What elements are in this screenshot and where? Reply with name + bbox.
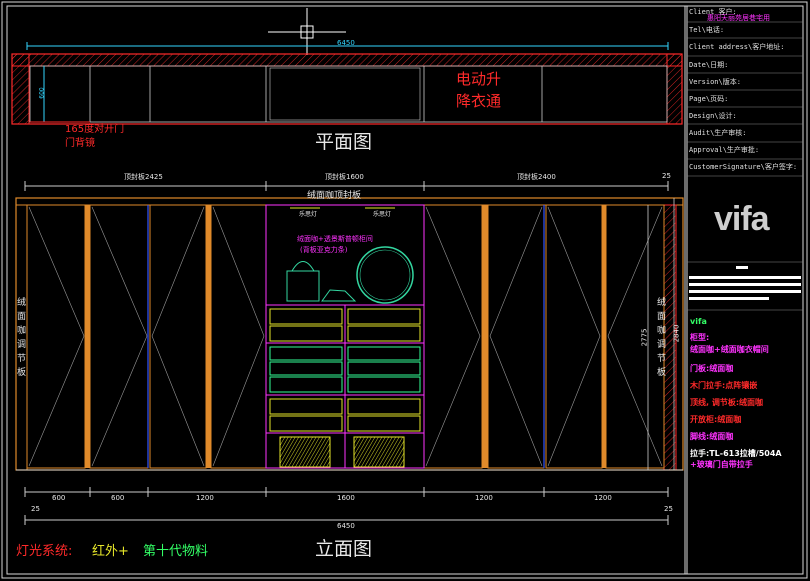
bottom-dim-1: 600 xyxy=(52,494,66,502)
shelf-note-2: (背板亚克力条) xyxy=(300,246,348,254)
right-side-label: 绒 面 咖 调 节 板 xyxy=(657,298,667,378)
lighting-value: 红外+ xyxy=(92,544,129,559)
plan-dim-total: 6450 xyxy=(337,39,355,47)
tb-spec-8: 拉手:TL-613拉槽/504A xyxy=(690,449,782,458)
tb-spec-2: 绒面咖+绒面咖衣帽间 xyxy=(690,345,769,354)
light-label-left: 乐思灯 xyxy=(299,211,318,218)
crosshair-cursor xyxy=(268,8,346,55)
bottom-dim-3: 1200 xyxy=(196,494,214,502)
electric-rod-label-1: 电动升 xyxy=(456,70,502,88)
bottom-dim-2: 600 xyxy=(111,494,125,502)
top-dim-end: 25 xyxy=(662,172,671,180)
tb-approval: Approval\生产审批: xyxy=(689,146,760,154)
top-dim-right: 顶封板2400 xyxy=(517,173,556,181)
door-note-1: 165度对开门 xyxy=(65,124,125,135)
bottom-dim-4: 1600 xyxy=(337,494,355,502)
tb-spec-9: +玻璃门自带拉手 xyxy=(690,460,753,469)
bottom-dim-6: 1200 xyxy=(594,494,612,502)
tb-address: Client address\客户地址: xyxy=(689,43,785,51)
tb-spec-4: 木门拉手:点阵镶嵌 xyxy=(690,381,758,390)
tb-spec-3: 门板:绒面咖 xyxy=(690,364,734,373)
plan-view xyxy=(11,42,683,125)
bottom-total: 6450 xyxy=(337,522,355,530)
tb-spec-5: 顶线, 调节板:绒面咖 xyxy=(690,398,764,407)
valance-label: 绒面咖顶封板 xyxy=(307,191,362,201)
top-dim-left: 顶封板2425 xyxy=(124,173,163,181)
tb-spec-1: 柜型: xyxy=(690,333,710,342)
electric-rod-label-2: 降衣通 xyxy=(456,92,502,110)
bottom-dim-left-end: 25 xyxy=(31,505,40,513)
tb-client-value: 惠阳天丽苑居巷宅用 xyxy=(707,14,770,22)
tb-audit: Audit\生产审核: xyxy=(689,129,747,137)
title-block-redacted-lines xyxy=(689,276,801,300)
top-dim-mid: 顶封板1600 xyxy=(325,173,364,181)
vifa-logo: vifa xyxy=(714,200,770,238)
height-dim-2: 2840 xyxy=(672,324,681,343)
lighting-extra: 第十代物料 xyxy=(143,544,209,559)
bottom-dim-5: 1200 xyxy=(475,494,493,502)
elevation-view xyxy=(15,181,684,525)
tb-signature: CustomerSignature\客户签字: xyxy=(689,163,798,171)
tb-spec-7: 脚线:绒面咖 xyxy=(690,432,734,441)
tb-tel: Tel\电话: xyxy=(689,26,725,34)
plan-dim-depth: 600 xyxy=(38,87,46,99)
tb-section-label: vifa xyxy=(690,317,707,326)
elevation-view-title: 立面图 xyxy=(315,538,373,560)
height-dim-1: 2775 xyxy=(640,328,649,347)
tb-design: Design\设计: xyxy=(689,112,737,120)
left-side-label: 绒 面 咖 调 节 板 xyxy=(17,298,27,378)
tb-client: Client 客户: xyxy=(689,8,737,16)
tb-page: Page\页码: xyxy=(689,95,729,103)
bottom-dim-right-end: 25 xyxy=(664,505,673,513)
title-block-lines xyxy=(687,21,803,311)
door-note-2: 门背镜 xyxy=(65,138,95,149)
title-block-white-bar xyxy=(736,266,748,269)
round-mirror xyxy=(356,246,414,304)
tb-spec-6: 开放柜:绒面咖 xyxy=(690,415,742,424)
tb-date: Date\日期: xyxy=(689,61,729,69)
tb-version: Version\版本: xyxy=(689,78,741,86)
plan-view-title: 平面图 xyxy=(315,131,373,153)
shelf-note-1: 绒面咖+透景斯普顿柜间 xyxy=(297,235,373,243)
light-label-right: 乐思灯 xyxy=(373,211,392,218)
lighting-label: 灯光系统: xyxy=(16,544,73,559)
title-block-frame xyxy=(684,5,804,575)
